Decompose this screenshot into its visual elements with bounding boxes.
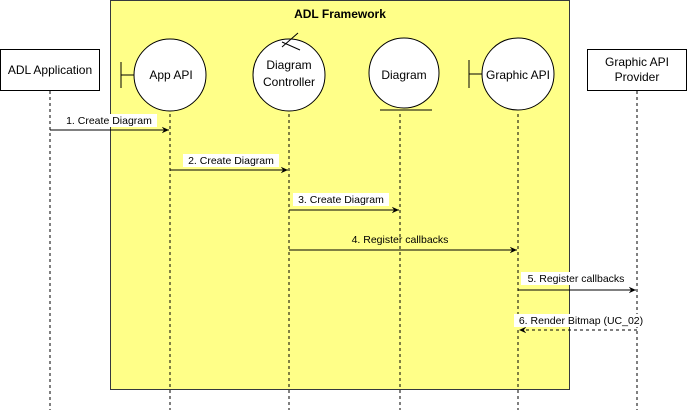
participant-label: Graphic API: [605, 55, 669, 69]
message-label: 5. Register callbacks: [528, 273, 625, 285]
message-6: 6. Render Bitmap (UC_02): [514, 314, 648, 334]
framework-title: ADL Framework: [294, 7, 386, 21]
participant-label: ADL Application: [8, 63, 92, 77]
message-5: 5. Register callbacks: [518, 272, 636, 294]
participant-label: Provider: [615, 70, 660, 84]
participant-app-api: App API: [120, 38, 207, 112]
message-label: 3. Create Diagram: [298, 194, 384, 206]
message-1: 1. Create Diagram: [50, 114, 169, 134]
boundary-icon: [133, 38, 207, 112]
participant-label: Diagram: [266, 58, 311, 72]
boundary-icon: [481, 37, 555, 111]
participant-label: App API: [149, 68, 192, 82]
participant-label: Controller: [263, 75, 315, 89]
entity-icon: [368, 37, 440, 109]
lifelines: [49, 91, 638, 410]
participant-diagram-controller: Diagram Controller: [252, 32, 326, 112]
message-label: 4. Register callbacks: [352, 234, 449, 246]
participant-label: Diagram: [381, 68, 426, 82]
control-icon: [252, 38, 326, 112]
message-label: 2. Create Diagram: [188, 155, 274, 167]
message-4: 4. Register callbacks: [289, 234, 517, 254]
participant-adl-application: ADL Application: [0, 49, 100, 91]
message-label: 6. Render Bitmap (UC_02): [519, 315, 643, 327]
message-3: 3. Create Diagram: [289, 193, 399, 214]
participant-label: Graphic API: [486, 68, 550, 82]
participant-graphic-api: Graphic API: [468, 37, 555, 111]
participant-diagram: Diagram: [368, 37, 440, 111]
message-label: 1. Create Diagram: [66, 115, 152, 127]
participant-graphic-api-provider: Graphic API Provider: [587, 49, 687, 91]
message-2: 2. Create Diagram: [170, 154, 288, 174]
